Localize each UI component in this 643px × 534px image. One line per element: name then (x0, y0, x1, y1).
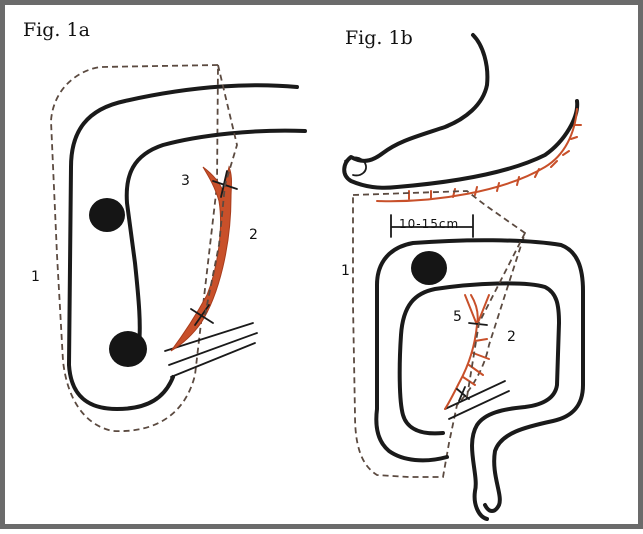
panel-b-label-1: 1 (341, 263, 350, 279)
panel-a-node-lower (109, 331, 147, 367)
panel-b-measure-label: 10-15cm (399, 217, 459, 231)
panel-b-title: Fig. 1b (345, 27, 413, 49)
panel-b-label-2: 2 (507, 329, 516, 345)
panel-b-node (411, 251, 447, 285)
panel-a-colon-inner (127, 131, 305, 345)
panel-a-title: Fig. 1a (23, 19, 90, 41)
panel-a-label-2: 2 (249, 227, 258, 243)
panel-a-drawing (51, 65, 305, 431)
panel-b-colon-outer (376, 240, 583, 511)
panel-b-stomach (344, 35, 577, 188)
panel-a-node-upper (89, 198, 125, 232)
panel-a-label-1: 1 (31, 269, 40, 285)
panel-b-drawing (344, 35, 583, 519)
sketch-drawing (5, 5, 643, 534)
panel-b-label-5: 5 (453, 309, 462, 325)
panel-a-label-3: 3 (181, 173, 190, 189)
